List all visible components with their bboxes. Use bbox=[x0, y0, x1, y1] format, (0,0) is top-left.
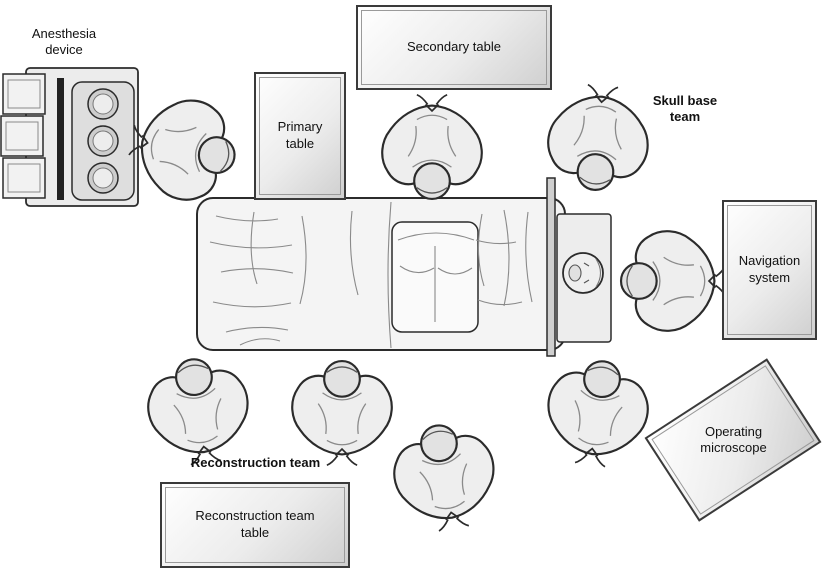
reconstruction-team-table: Reconstruction team table bbox=[160, 482, 350, 568]
secondary-table-label: Secondary table bbox=[407, 39, 501, 55]
staff-figure-skull-base-1 bbox=[543, 80, 654, 196]
patient-head bbox=[562, 252, 604, 294]
navigation-system-label: Navigation system bbox=[738, 253, 801, 285]
navigation-system: Navigation system bbox=[722, 200, 817, 340]
primary-table: Primary table bbox=[254, 72, 346, 200]
staff-figure-reconstruction-3 bbox=[385, 416, 505, 539]
reconstruction-team-label: Reconstruction team bbox=[190, 455, 321, 470]
blanket-wrinkles bbox=[209, 201, 392, 349]
operating-table-patient bbox=[196, 177, 612, 357]
table-rail bbox=[546, 177, 556, 357]
anesthesia-device-label: Anesthesia device bbox=[31, 26, 97, 58]
staff-figure-top-center bbox=[381, 93, 483, 201]
staff-figure-reconstruction-1 bbox=[141, 351, 257, 471]
anesthesia-device-illustration bbox=[0, 67, 139, 207]
primary-table-label: Primary table bbox=[277, 119, 323, 151]
staff-figure-reconstruction-2 bbox=[291, 359, 393, 467]
patient-mask bbox=[568, 264, 582, 282]
staff-figure-anesthesia bbox=[121, 89, 244, 209]
reconstruction-team-table-label: Reconstruction team table bbox=[195, 508, 315, 540]
operating-microscope-label: Operating microscope bbox=[700, 424, 767, 456]
staff-figure-skull-base-3 bbox=[539, 353, 655, 473]
staff-figure-skull-base-2 bbox=[619, 230, 727, 332]
secondary-table: Secondary table bbox=[356, 5, 552, 90]
skull-base-team-label: Skull base team bbox=[652, 93, 718, 125]
